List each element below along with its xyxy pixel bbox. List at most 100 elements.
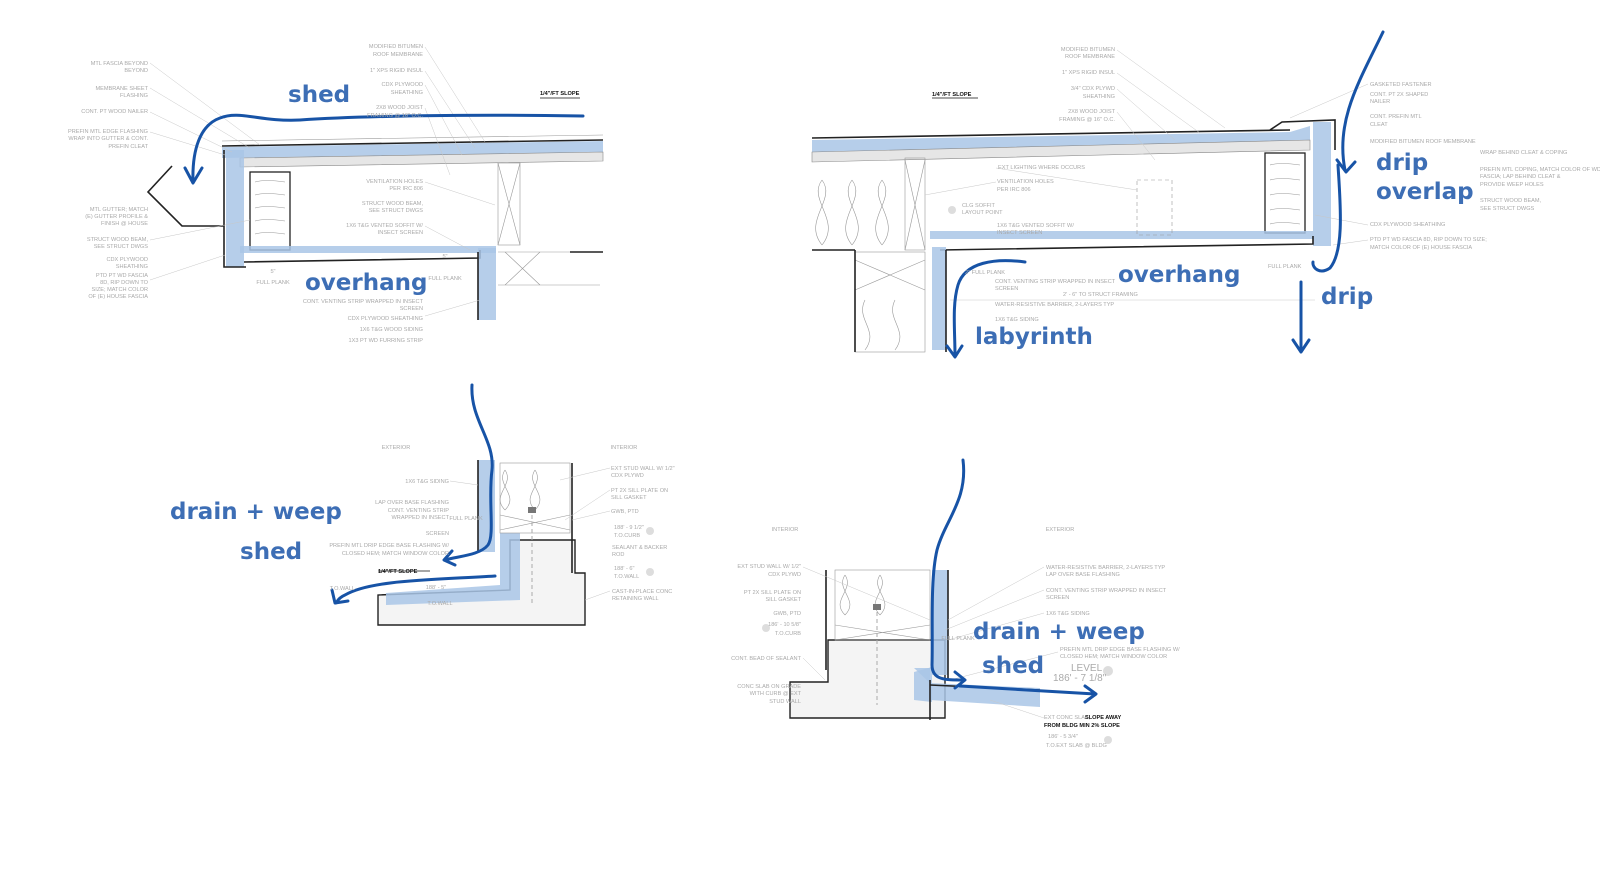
siding-wall-band bbox=[478, 248, 496, 320]
callout-label: EXTERIOR bbox=[1046, 527, 1075, 533]
arrowhead-icon bbox=[1335, 158, 1357, 174]
slab-note-prefix: EXT CONC SLAB; bbox=[1044, 715, 1091, 721]
detail-roof-edge-gutter bbox=[146, 46, 604, 320]
callout-label: 186' - 5 3/4" bbox=[1048, 734, 1078, 740]
callout-label: SHEATHING bbox=[116, 264, 148, 270]
callout-label: FASCIA; LAP BEHIND CLEAT & bbox=[1480, 174, 1561, 180]
callout-label: EXT STUD WALL W/ 1/2" bbox=[737, 564, 801, 570]
callout-label: ROOF MEMBRANE bbox=[373, 52, 423, 58]
callout-label: MATCH COLOR OF (E) HOUSE FASCIA bbox=[1370, 245, 1472, 251]
callout-label: CONT. PREFIN MTL bbox=[1370, 114, 1422, 120]
callout-label: MEMBRANE SHEET bbox=[95, 86, 148, 92]
struct-wood-beam bbox=[249, 171, 291, 251]
callout-label: CDX PLYWD bbox=[611, 473, 644, 479]
callout-label: 1X3 PT WD FURRING STRIP bbox=[349, 338, 424, 344]
callout-label: 1X6 T&G WOOD SIDING bbox=[360, 327, 423, 333]
callout-label: MODIFIED BITUMEN bbox=[1061, 47, 1115, 53]
callout-label: PT 2X SILL PLATE ON bbox=[611, 488, 668, 494]
conc-slab-on-grade bbox=[789, 639, 946, 719]
callout-label: FULL PLANK bbox=[941, 636, 975, 642]
callout-label: SEE STRUCT DWGS bbox=[1480, 206, 1535, 212]
callout-label: ROD bbox=[612, 552, 624, 558]
fascia-board bbox=[1313, 122, 1331, 246]
ext-lighting-fixture bbox=[1136, 179, 1173, 236]
callout-label: 2X8 WOOD JOIST bbox=[1068, 109, 1116, 115]
callout-label: FULL PLANK bbox=[1268, 264, 1302, 270]
callout-label: 1X6 T&G SIDING bbox=[1046, 611, 1090, 617]
callout-label: PREFIN MTL EDGE FLASHING bbox=[68, 129, 148, 135]
callout-label: GWB, PTD bbox=[611, 509, 639, 515]
callout-label: CDX PLYWD bbox=[768, 572, 801, 578]
drip-flow-arrow bbox=[1341, 30, 1385, 172]
callout-label: LAP OVER BASE FLASHING bbox=[1046, 572, 1120, 578]
callout-label: CONT. PT WOOD NAILER bbox=[81, 109, 148, 115]
callout-label: PROVIDE WEEP HOLES bbox=[1480, 182, 1544, 188]
callout-label: EXT LIGHTING WHERE OCCURS bbox=[998, 165, 1085, 171]
callout-label: SHEATHING bbox=[1083, 94, 1115, 100]
annotation-drain-weep: drain + weep bbox=[170, 499, 342, 525]
callout-label: FRAMING @ 16" O.C. bbox=[1059, 117, 1115, 123]
callout-label: LAP OVER BASE FLASHING bbox=[375, 500, 449, 506]
callout-label: CLEAT bbox=[1370, 122, 1388, 128]
callout-label: T.O.WALL bbox=[427, 601, 452, 607]
callout-label: 1X6 T&G VENTED SOFFIT W/ bbox=[346, 223, 423, 229]
callout-label: GWB, PTD bbox=[773, 611, 801, 617]
callout-label: OF (E) HOUSE FASCIA bbox=[88, 294, 148, 300]
callout-label: PREFIN MTL COPING, MATCH COLOR OF WD bbox=[1480, 167, 1600, 173]
annotation-drip: drip bbox=[1376, 150, 1428, 176]
callout-label: FLASHING bbox=[120, 93, 148, 99]
callout-label: 1" XPS RIGID INSUL bbox=[1062, 70, 1115, 76]
anchor-bolt bbox=[528, 507, 536, 513]
drain-weep-flow-arrow bbox=[930, 458, 967, 690]
callout-label: FRAMING @ 16" O.C. bbox=[367, 113, 423, 119]
callout-label: 8D, RIP DOWN TO bbox=[100, 280, 149, 286]
callout-label: WRAPPED IN INSECT bbox=[392, 515, 450, 521]
callout-label: INTERIOR bbox=[611, 445, 638, 451]
callout-label: PER IRC 806 bbox=[389, 186, 423, 192]
callout-label: MTL FASCIA BEYOND bbox=[91, 61, 148, 67]
callout-label: CDX PLYWOOD bbox=[106, 257, 148, 263]
callout-label: CONT. BEAD OF SEALANT bbox=[731, 656, 802, 662]
callout-label: CLG SOFFIT bbox=[962, 203, 996, 209]
annotation-overhang: overhang bbox=[305, 270, 427, 296]
annotation-drip: drip bbox=[1321, 284, 1373, 310]
roof-insulation-band bbox=[812, 126, 1310, 152]
callout-label: 2X8 WOOD JOIST bbox=[376, 105, 424, 111]
slope-indicator: 1/4"/FT SLOPE bbox=[932, 92, 972, 98]
callout-label: PREFIN MTL DRIP EDGE BASE FLASHING W/ bbox=[1060, 647, 1180, 653]
siding-wall-band bbox=[932, 570, 948, 675]
overlap-flow-arrow bbox=[1311, 163, 1342, 273]
labyrinth-flow-arrow bbox=[945, 259, 1027, 359]
callout-label: PER IRC 806 bbox=[997, 187, 1031, 193]
annotation-labyrinth: labyrinth bbox=[975, 324, 1093, 350]
callout-label: 188' - 5" bbox=[426, 585, 446, 591]
callout-label: STUD WALL bbox=[769, 699, 801, 705]
fascia-board bbox=[226, 150, 244, 267]
annotation-overlap: overlap bbox=[1376, 179, 1474, 205]
callout-label: LAYOUT POINT bbox=[962, 210, 1003, 216]
annotation-shed: shed bbox=[240, 539, 302, 565]
callout-label: 1X6 T&G SIDING bbox=[995, 317, 1039, 323]
annotation-shed: shed bbox=[982, 653, 1044, 679]
callout-label: INSECT SCREEN bbox=[997, 230, 1042, 236]
shed-flow-arrow bbox=[958, 684, 1098, 704]
level-label: LEVEL bbox=[1071, 663, 1103, 674]
slope-indicator: 1/4"/FT SLOPE bbox=[540, 91, 580, 97]
callout-label: 1X6 T&G SIDING bbox=[405, 479, 449, 485]
callout-label: 5" bbox=[442, 254, 447, 260]
callout-label: 188' - 9 1/2" bbox=[614, 525, 644, 531]
callout-label: VENTILATION HOLES bbox=[997, 179, 1054, 185]
roof-joist bbox=[811, 139, 1311, 163]
layout-point-icon bbox=[948, 206, 956, 214]
callout-label: 3/4" CDX PLYWD bbox=[1071, 86, 1115, 92]
callout-label: CLOSED HEM; MATCH WINDOW COLOR bbox=[1060, 654, 1167, 660]
soffit-band bbox=[930, 231, 1313, 239]
callout-label: WITH CURB @ EXT bbox=[750, 691, 802, 697]
callout-label: WATER-RESISTIVE BARRIER, 2-LAYERS TYP bbox=[995, 302, 1114, 308]
callout-label: WATER-RESISTIVE BARRIER, 2-LAYERS TYP bbox=[1046, 565, 1165, 571]
callout-label: T.O.EXT SLAB @ BLDG bbox=[1046, 743, 1107, 749]
callout-label: CDX PLYWOOD SHEATHING bbox=[348, 316, 423, 322]
slab-note-line: SLOPE AWAY bbox=[1085, 715, 1122, 721]
callout-label: RETAINING WALL bbox=[612, 596, 659, 602]
callout-label: CONT. VENTING STRIP WRAPPED IN INSECT bbox=[303, 299, 424, 305]
